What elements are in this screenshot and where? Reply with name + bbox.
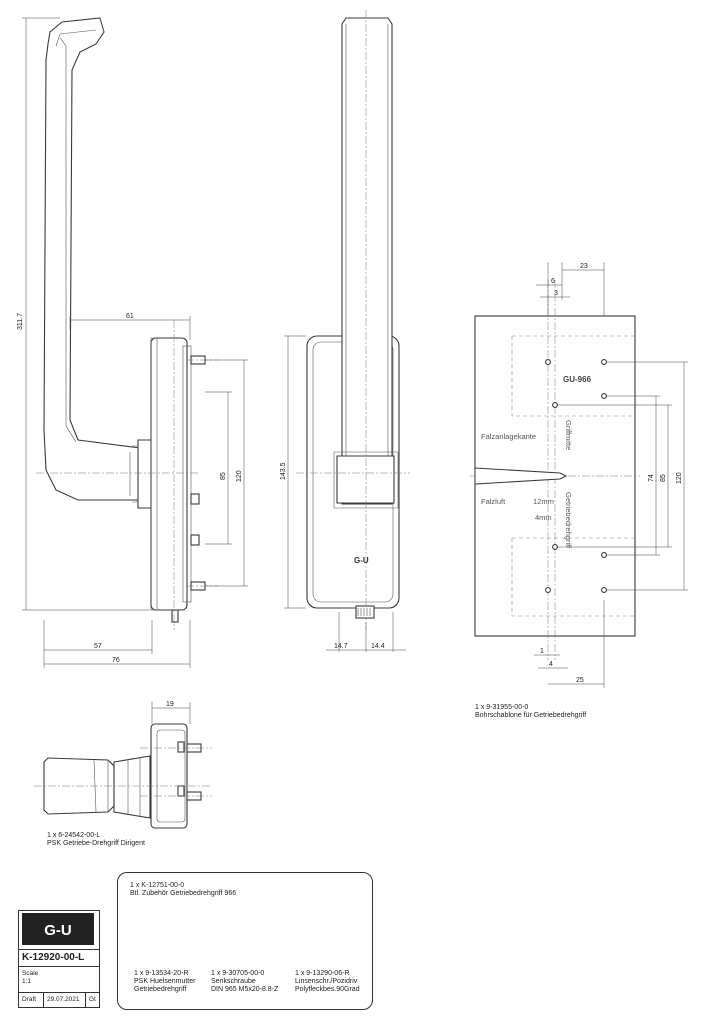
- handle-note-line1: 1 x 6-24542-00-L: [47, 832, 101, 839]
- dim-61: 61: [126, 313, 134, 320]
- label-12mm: 12mm: [533, 497, 554, 506]
- accessory-header-line1: 1 x K-12751-00-0: [130, 882, 185, 889]
- draft-date: 29.07.2021: [43, 993, 80, 1007]
- dim-23: 23: [580, 263, 588, 270]
- top-view: 19: [34, 701, 212, 829]
- handle-note-line2: PSK Getriebe-Drehgriff Dirigent: [47, 840, 145, 847]
- accessory-item-1-line2: PSK Huelsenmutter: [134, 978, 196, 985]
- gu-logo: G-U: [22, 913, 94, 945]
- dim-85-template: 85: [660, 474, 667, 482]
- accessory-item-3-line1: 1 x 9-13290-06-R: [295, 970, 350, 977]
- accessory-item-3-line3: Polyfleckbes.90Grad: [295, 986, 360, 993]
- handle-note: 1 x 6-24542-00-L PSK Getriebe-Drehgriff …: [47, 832, 145, 848]
- draft-label: Draft: [22, 996, 37, 1003]
- accessory-header-line2: Btl. Zubehör Getriebedrehgriff 966: [130, 890, 237, 897]
- accessory-item-1-line3: Getriebedrehgriff: [134, 986, 187, 993]
- drilling-template: GU-966 Falzanlagekante Griffmitte Falzlu…: [470, 262, 688, 688]
- accessory-item-3: 1 x 9-13290-06-R Linsenschr./Pozidriv Po…: [295, 970, 360, 994]
- dim-311-7: 311.7: [17, 313, 24, 330]
- front-view: G-U 143.5 14.7 14.4: [280, 10, 410, 652]
- dim-76: 76: [112, 657, 120, 664]
- accessory-item-1: 1 x 9-13534-20-R PSK Huelsenmutter Getri…: [134, 970, 195, 994]
- dim-143-5: 143.5: [280, 462, 287, 480]
- dim-25: 25: [576, 677, 584, 684]
- drawing-number: K-12920-00-L: [19, 949, 99, 967]
- label-falzluft: Falzluft: [481, 497, 506, 506]
- accessory-item-2-line1: 1 x 9-30705-00-0: [211, 970, 265, 977]
- template-note-line1: 1 x 9-31955-00-0: [475, 704, 529, 711]
- dim-3: 3: [554, 290, 558, 297]
- label-griffmitte: Griffmitte: [564, 420, 573, 450]
- front-logo: G-U: [354, 556, 369, 565]
- dim-4: 4: [549, 661, 553, 668]
- dim-14-4: 14.4: [371, 643, 385, 650]
- accessory-header: 1 x K-12751-00-0 Btl. Zubehör Getriebedr…: [130, 882, 236, 898]
- dim-74: 74: [648, 474, 655, 482]
- side-view: 311.7 61 85 120 57 76: [17, 17, 248, 668]
- dim-6: 6: [551, 278, 555, 285]
- template-note-line2: Bohrschablone für Getriebedrehgriff: [475, 712, 587, 719]
- accessory-item-2: 1 x 9-30705-00-0 Senkschraube DIN 965 M5…: [211, 970, 278, 994]
- label-falzanlagekante: Falzanlagekante: [481, 432, 536, 441]
- title-logo-text: G-U: [44, 922, 72, 939]
- title-block: K-12920-00-L Scale 1:1 Draft 29.07.2021 …: [18, 910, 100, 1008]
- dim-120: 120: [236, 470, 243, 482]
- scale-value: 1:1: [22, 978, 32, 985]
- scale-label: Scale: [22, 970, 39, 977]
- draft-row: Draft 29.07.2021 Gt: [19, 993, 99, 1007]
- accessory-item-2-line2: Senkschraube: [211, 978, 256, 985]
- scale-cell: Scale 1:1: [19, 967, 99, 993]
- dim-19: 19: [166, 701, 174, 708]
- dim-1: 1: [540, 648, 544, 655]
- dim-14-7: 14.7: [334, 643, 348, 650]
- title-logo-cell: [19, 911, 99, 950]
- accessory-item-2-line3: DIN 965 M5x20-8.8-Z: [211, 986, 279, 993]
- accessory-item-1-line1: 1 x 9-13534-20-R: [134, 970, 189, 977]
- dim-85: 85: [220, 472, 227, 480]
- accessory-panel: [117, 872, 373, 1010]
- label-4mm: 4mm: [535, 513, 552, 522]
- dim-57: 57: [94, 643, 102, 650]
- accessory-item-3-line2: Linsenschr./Pozidriv: [295, 978, 358, 985]
- template-note: 1 x 9-31955-00-0 Bohrschablone für Getri…: [475, 704, 586, 720]
- label-getriebedrehgriff: Getriebedrehgriff: [564, 492, 573, 549]
- dim-120-template: 120: [676, 472, 683, 484]
- template-brand: GU-966: [563, 375, 592, 384]
- draft-author: Gt: [85, 993, 96, 1007]
